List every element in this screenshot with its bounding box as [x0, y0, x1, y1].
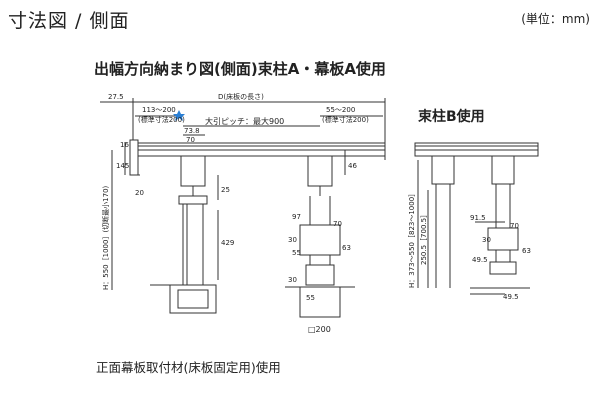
diagram-title: 出幅方向納まり図(側面)束柱A・幕板A使用	[94, 60, 386, 78]
label-20: 20	[135, 189, 144, 197]
label-63: 63	[342, 244, 351, 252]
label-left-std: (標準寸法200)	[138, 115, 185, 124]
label-429: 429	[221, 239, 234, 247]
label-70: 70	[186, 136, 195, 144]
label-70b: 70	[333, 220, 342, 228]
label-30a: 30	[288, 236, 297, 244]
label-pitch: 大引ピッチ：最大900	[205, 116, 284, 126]
footing-left-inner	[177, 289, 209, 309]
post-b-lower-bracket	[489, 261, 517, 275]
post-b-cap-right	[491, 155, 515, 185]
post-bracket-left	[178, 195, 208, 205]
label-16: 16	[120, 141, 129, 149]
post-b-bracket	[487, 227, 519, 251]
label-46: 46	[348, 162, 357, 170]
label-b-49-5b: 49.5	[503, 293, 519, 301]
label-b-91-5: 91.5	[470, 214, 486, 222]
post-b-cap-left	[431, 155, 455, 185]
label-right-range: 55～200	[326, 106, 355, 114]
joist-b	[414, 149, 539, 157]
post-cap-left	[180, 155, 206, 187]
label-left-range: 113～200	[142, 106, 176, 114]
caption: 正面幕板取付材(床板固定用)使用	[96, 360, 281, 375]
joist	[132, 149, 386, 157]
label-25: 25	[221, 186, 230, 194]
label-b-70: 70	[510, 222, 519, 230]
footing-right	[299, 286, 341, 318]
label-right-std: (標準寸法200)	[322, 115, 369, 124]
label-55b: 55	[306, 294, 315, 302]
label-b-63: 63	[522, 247, 531, 255]
label-200: □200	[308, 325, 331, 334]
label-h-left: H：550［1000］(切断最小170)	[101, 185, 110, 290]
fascia-bracket	[129, 139, 139, 176]
label-27-5: 27.5	[108, 93, 124, 101]
label-55a: 55	[292, 249, 301, 257]
label-b-30: 30	[482, 236, 491, 244]
unit-label: (単位：mm)	[521, 12, 590, 26]
star-icon	[173, 110, 185, 121]
label-145: 145	[116, 162, 129, 170]
label-73-8: 73.8	[184, 127, 200, 135]
label-97: 97	[292, 213, 301, 221]
label-b-height: H：373～550［823～1000］	[408, 190, 416, 288]
label-30b: 30	[288, 276, 297, 284]
page-title: 寸法図 / 側面	[8, 10, 130, 32]
post-cap-right	[307, 155, 333, 187]
label-b-250: 250.5［700.5］	[420, 211, 428, 265]
section-b-title: 束柱B使用	[418, 109, 485, 125]
label-d-length: D(床板の長さ)	[218, 92, 264, 101]
label-b-49-5a: 49.5	[472, 256, 488, 264]
post-right-lower-bracket	[305, 264, 335, 286]
post-right-bracket	[299, 224, 341, 256]
